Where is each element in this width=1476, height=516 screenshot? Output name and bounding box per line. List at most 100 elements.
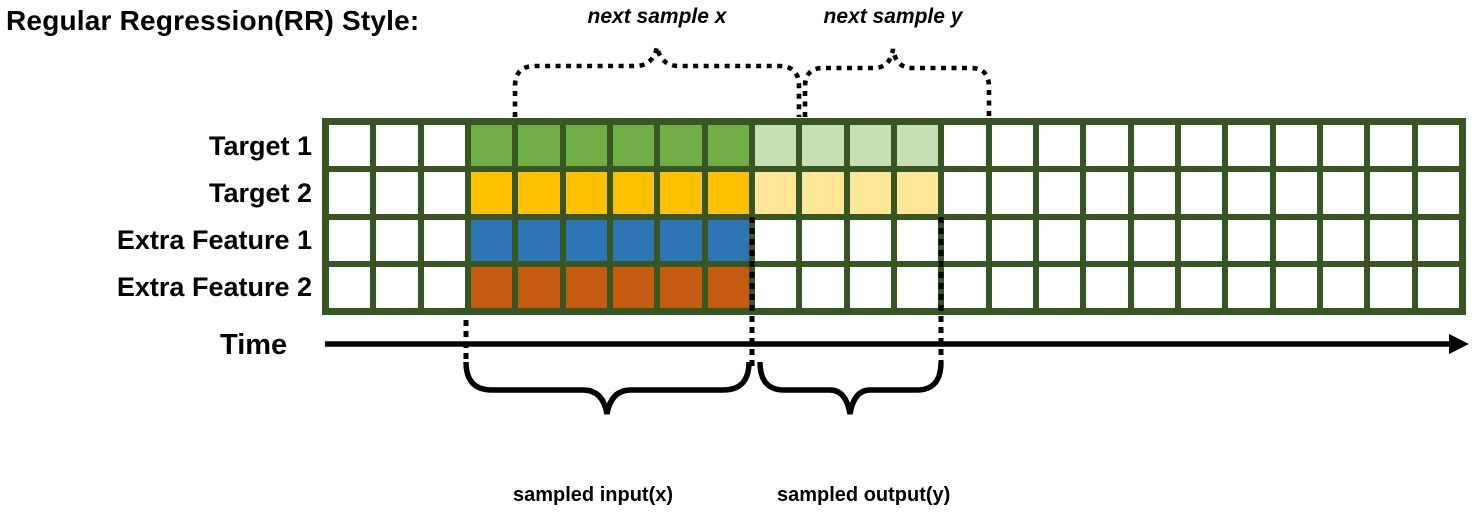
sampled-output-line: sampled output(y) bbox=[777, 484, 951, 506]
grid-cell bbox=[1133, 125, 1175, 167]
sample-grid bbox=[322, 118, 1466, 315]
next-sample-y-label: next sample y bbox=[823, 5, 963, 28]
grid-cell bbox=[1322, 172, 1365, 214]
grid-cell bbox=[1038, 125, 1081, 167]
grid-cell bbox=[1228, 125, 1270, 167]
time-axis-arrowhead-icon bbox=[1449, 334, 1469, 354]
grid-cell bbox=[944, 266, 986, 308]
row-label-extra-feature-1: Extra Feature 1 bbox=[116, 225, 312, 255]
grid-cell bbox=[329, 266, 371, 308]
grid-cell bbox=[329, 125, 371, 167]
grid-cell bbox=[660, 125, 702, 167]
grid-cell bbox=[1370, 172, 1412, 214]
grid-cell bbox=[1417, 266, 1459, 308]
grid-cell bbox=[1038, 266, 1081, 308]
grid-cell bbox=[802, 219, 844, 261]
grid-cell bbox=[660, 219, 702, 261]
grid-cell bbox=[896, 172, 939, 214]
grid-cell bbox=[612, 125, 655, 167]
grid-cell bbox=[1275, 172, 1317, 214]
grid-cell bbox=[470, 219, 513, 261]
grid-cell bbox=[1180, 125, 1223, 167]
grid-cell bbox=[1275, 125, 1317, 167]
grid-cell bbox=[944, 219, 986, 261]
grid-cell bbox=[849, 125, 891, 167]
grid-cell bbox=[470, 125, 513, 167]
grid-cell bbox=[1417, 125, 1459, 167]
grid-cell bbox=[1038, 172, 1081, 214]
grid-cell bbox=[423, 266, 465, 308]
next-sample-y-brace bbox=[802, 48, 992, 117]
grid-cell bbox=[707, 172, 749, 214]
grid-cell bbox=[376, 125, 418, 167]
grid-cell bbox=[754, 172, 797, 214]
grid-cell bbox=[1417, 219, 1459, 261]
grid-cell bbox=[1133, 219, 1175, 261]
sampled-input-brace bbox=[463, 361, 752, 415]
grid-cell bbox=[470, 172, 513, 214]
grid-cell bbox=[518, 266, 560, 308]
grid-cell bbox=[707, 219, 749, 261]
grid-cell bbox=[423, 172, 465, 214]
grid-cell bbox=[1038, 219, 1081, 261]
grid-cell bbox=[1086, 219, 1128, 261]
grid-cell bbox=[1228, 219, 1270, 261]
grid-cell bbox=[707, 125, 749, 167]
grid-cell bbox=[802, 125, 844, 167]
next-sample-x-label: next sample x bbox=[587, 5, 727, 28]
grid-cell bbox=[1370, 219, 1412, 261]
grid-cell bbox=[1417, 172, 1459, 214]
grid-cell bbox=[329, 172, 371, 214]
grid-cell bbox=[1180, 266, 1223, 308]
grid-cell bbox=[991, 125, 1033, 167]
grid-cell bbox=[1086, 266, 1128, 308]
grid-cell bbox=[1228, 172, 1270, 214]
grid-cell bbox=[1228, 266, 1270, 308]
grid-cell bbox=[518, 219, 560, 261]
grid-cell bbox=[896, 266, 939, 308]
grid-cell bbox=[754, 219, 797, 261]
grid-cell bbox=[376, 266, 418, 308]
grid-cell bbox=[470, 266, 513, 308]
grid-cell bbox=[518, 125, 560, 167]
grid-cell bbox=[565, 219, 607, 261]
grid-cell bbox=[991, 172, 1033, 214]
grid-cell bbox=[707, 266, 749, 308]
grid-cell bbox=[849, 219, 891, 261]
grid-cell bbox=[329, 219, 371, 261]
grid-cell bbox=[660, 172, 702, 214]
grid-cell bbox=[944, 172, 986, 214]
grid-cell bbox=[754, 125, 797, 167]
grid-cell bbox=[754, 266, 797, 308]
grid-cell bbox=[1322, 219, 1365, 261]
row-label-target-1: Target 1 bbox=[208, 130, 312, 161]
next-sample-x-brace bbox=[512, 46, 802, 117]
grid-cell bbox=[1370, 266, 1412, 308]
grid-cell bbox=[612, 172, 655, 214]
grid-cell bbox=[376, 219, 418, 261]
grid-cell bbox=[1370, 125, 1412, 167]
grid-cell bbox=[565, 125, 607, 167]
grid-cell bbox=[518, 172, 560, 214]
grid-cell bbox=[1180, 219, 1223, 261]
grid-cell bbox=[423, 125, 465, 167]
grid-cell bbox=[1086, 172, 1128, 214]
grid-cell bbox=[1275, 219, 1317, 261]
grid-cell bbox=[991, 219, 1033, 261]
diagram-title: Regular Regression(RR) Style: bbox=[6, 5, 420, 36]
row-label-extra-feature-2: Extra Feature 2 bbox=[116, 272, 312, 303]
grid-cell bbox=[660, 266, 702, 308]
grid-cell bbox=[612, 219, 655, 261]
grid-cell bbox=[802, 266, 844, 308]
grid-cell bbox=[565, 172, 607, 214]
grid-cell bbox=[991, 266, 1033, 308]
sampled-input-line: sampled input(x) bbox=[513, 484, 674, 506]
grid-cell bbox=[849, 172, 891, 214]
grid-cell bbox=[1180, 172, 1223, 214]
grid-cell bbox=[1086, 125, 1128, 167]
time-axis-label: Time bbox=[220, 329, 288, 361]
grid-cell bbox=[802, 172, 844, 214]
grid-cell bbox=[1275, 266, 1317, 308]
sampled-input-annotation: sampled input(x) lookback=6 input_featur… bbox=[513, 423, 716, 516]
